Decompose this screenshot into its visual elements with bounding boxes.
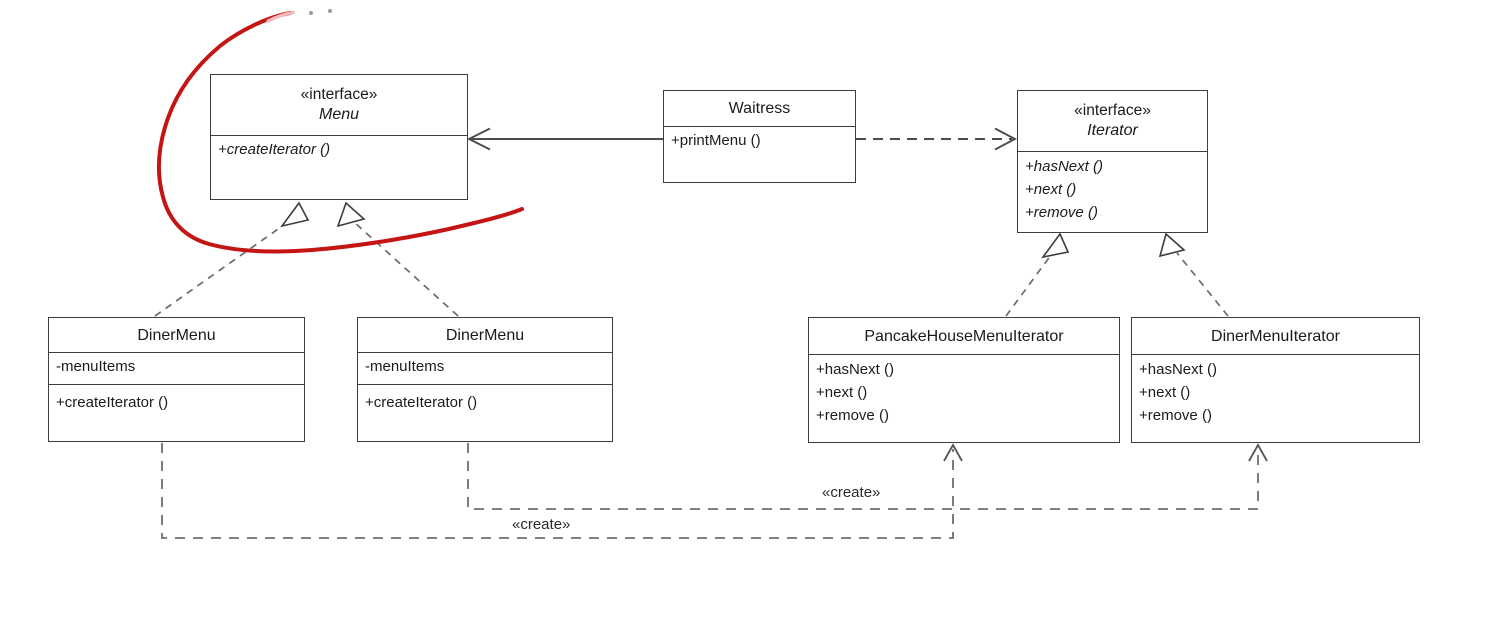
class-box-dinermenu-right: DinerMenu -menuItems +createIterator ()	[357, 317, 613, 442]
class-name: Waitress	[728, 100, 791, 117]
create-label-upper: «create»	[822, 484, 881, 501]
class-box-waitress: Waitress +printMenu ()	[663, 90, 856, 183]
class-name: DinerMenuIterator	[1211, 327, 1340, 345]
attribute-label: -menuItems	[56, 358, 136, 375]
method-label: +hasNext ()	[1025, 158, 1103, 175]
red-pen-annotation	[156, 10, 524, 254]
class-box-menu: «interface» Menu +createIterator ()	[210, 74, 468, 200]
method-label: +createIterator ()	[56, 394, 169, 411]
open-arrowhead-icon	[994, 127, 1018, 151]
hollow-triangle-icon	[280, 201, 310, 228]
association-waitress-to-menu	[466, 127, 663, 151]
open-arrowhead-icon	[943, 443, 963, 462]
red-pen-stroke	[156, 11, 524, 254]
pen-dot	[328, 9, 332, 13]
red-pen-fading-tip	[266, 10, 295, 23]
hollow-triangle-icon	[1041, 232, 1070, 259]
dependency-waitress-to-iterator	[856, 127, 1018, 151]
method-label: +printMenu ()	[671, 132, 761, 149]
pen-dot	[309, 11, 313, 15]
method-label: +next ()	[1139, 384, 1191, 401]
create-label-lower: «create»	[512, 516, 571, 533]
method-label: +createIterator ()	[218, 141, 331, 158]
stereotype-label: «interface»	[300, 86, 378, 103]
class-name: DinerMenu	[445, 326, 525, 344]
class-box-dinermenu-left: DinerMenu -menuItems +createIterator ()	[48, 317, 305, 442]
open-arrowhead-icon	[466, 127, 491, 151]
realization-dineriterator-to-iterator	[1158, 232, 1229, 317]
class-name: DinerMenu	[137, 326, 216, 344]
hollow-triangle-icon	[1158, 232, 1186, 258]
attribute-label: -menuItems	[365, 358, 445, 375]
method-label: +hasNext ()	[1139, 361, 1217, 378]
open-arrowhead-icon	[1248, 443, 1268, 462]
hollow-triangle-icon	[336, 201, 366, 228]
class-box-iterator: «interface» Iterator +hasNext () +next (…	[1017, 90, 1208, 233]
stray-pen-dots	[309, 9, 332, 15]
realization-dinermenu-right-to-menu	[336, 201, 459, 317]
method-label: +hasNext ()	[816, 361, 894, 378]
method-label: +next ()	[816, 384, 868, 401]
method-label: +remove ()	[1139, 407, 1212, 424]
create-dependency-dinermenu-right-to-dineriterator	[467, 443, 1268, 510]
method-label: +remove ()	[1025, 204, 1098, 221]
create-dependency-dinermenu-left-to-pancakeiterator	[161, 443, 963, 539]
class-box-dinermenuiterator: DinerMenuIterator +hasNext () +next () +…	[1131, 317, 1420, 443]
realization-dinermenu-left-to-menu	[154, 201, 310, 317]
realization-pancakeiterator-to-iterator	[1005, 232, 1070, 317]
class-name: Menu	[318, 106, 360, 123]
stereotype-label: «interface»	[1074, 102, 1151, 119]
method-label: +next ()	[1025, 181, 1077, 198]
class-name: PancakeHouseMenuIterator	[864, 327, 1064, 345]
method-label: +remove ()	[816, 407, 889, 424]
method-label: +createIterator ()	[365, 394, 478, 411]
class-box-pancakehousemenuiterator: PancakeHouseMenuIterator +hasNext () +ne…	[808, 317, 1120, 443]
class-name: Iterator	[1087, 122, 1138, 139]
